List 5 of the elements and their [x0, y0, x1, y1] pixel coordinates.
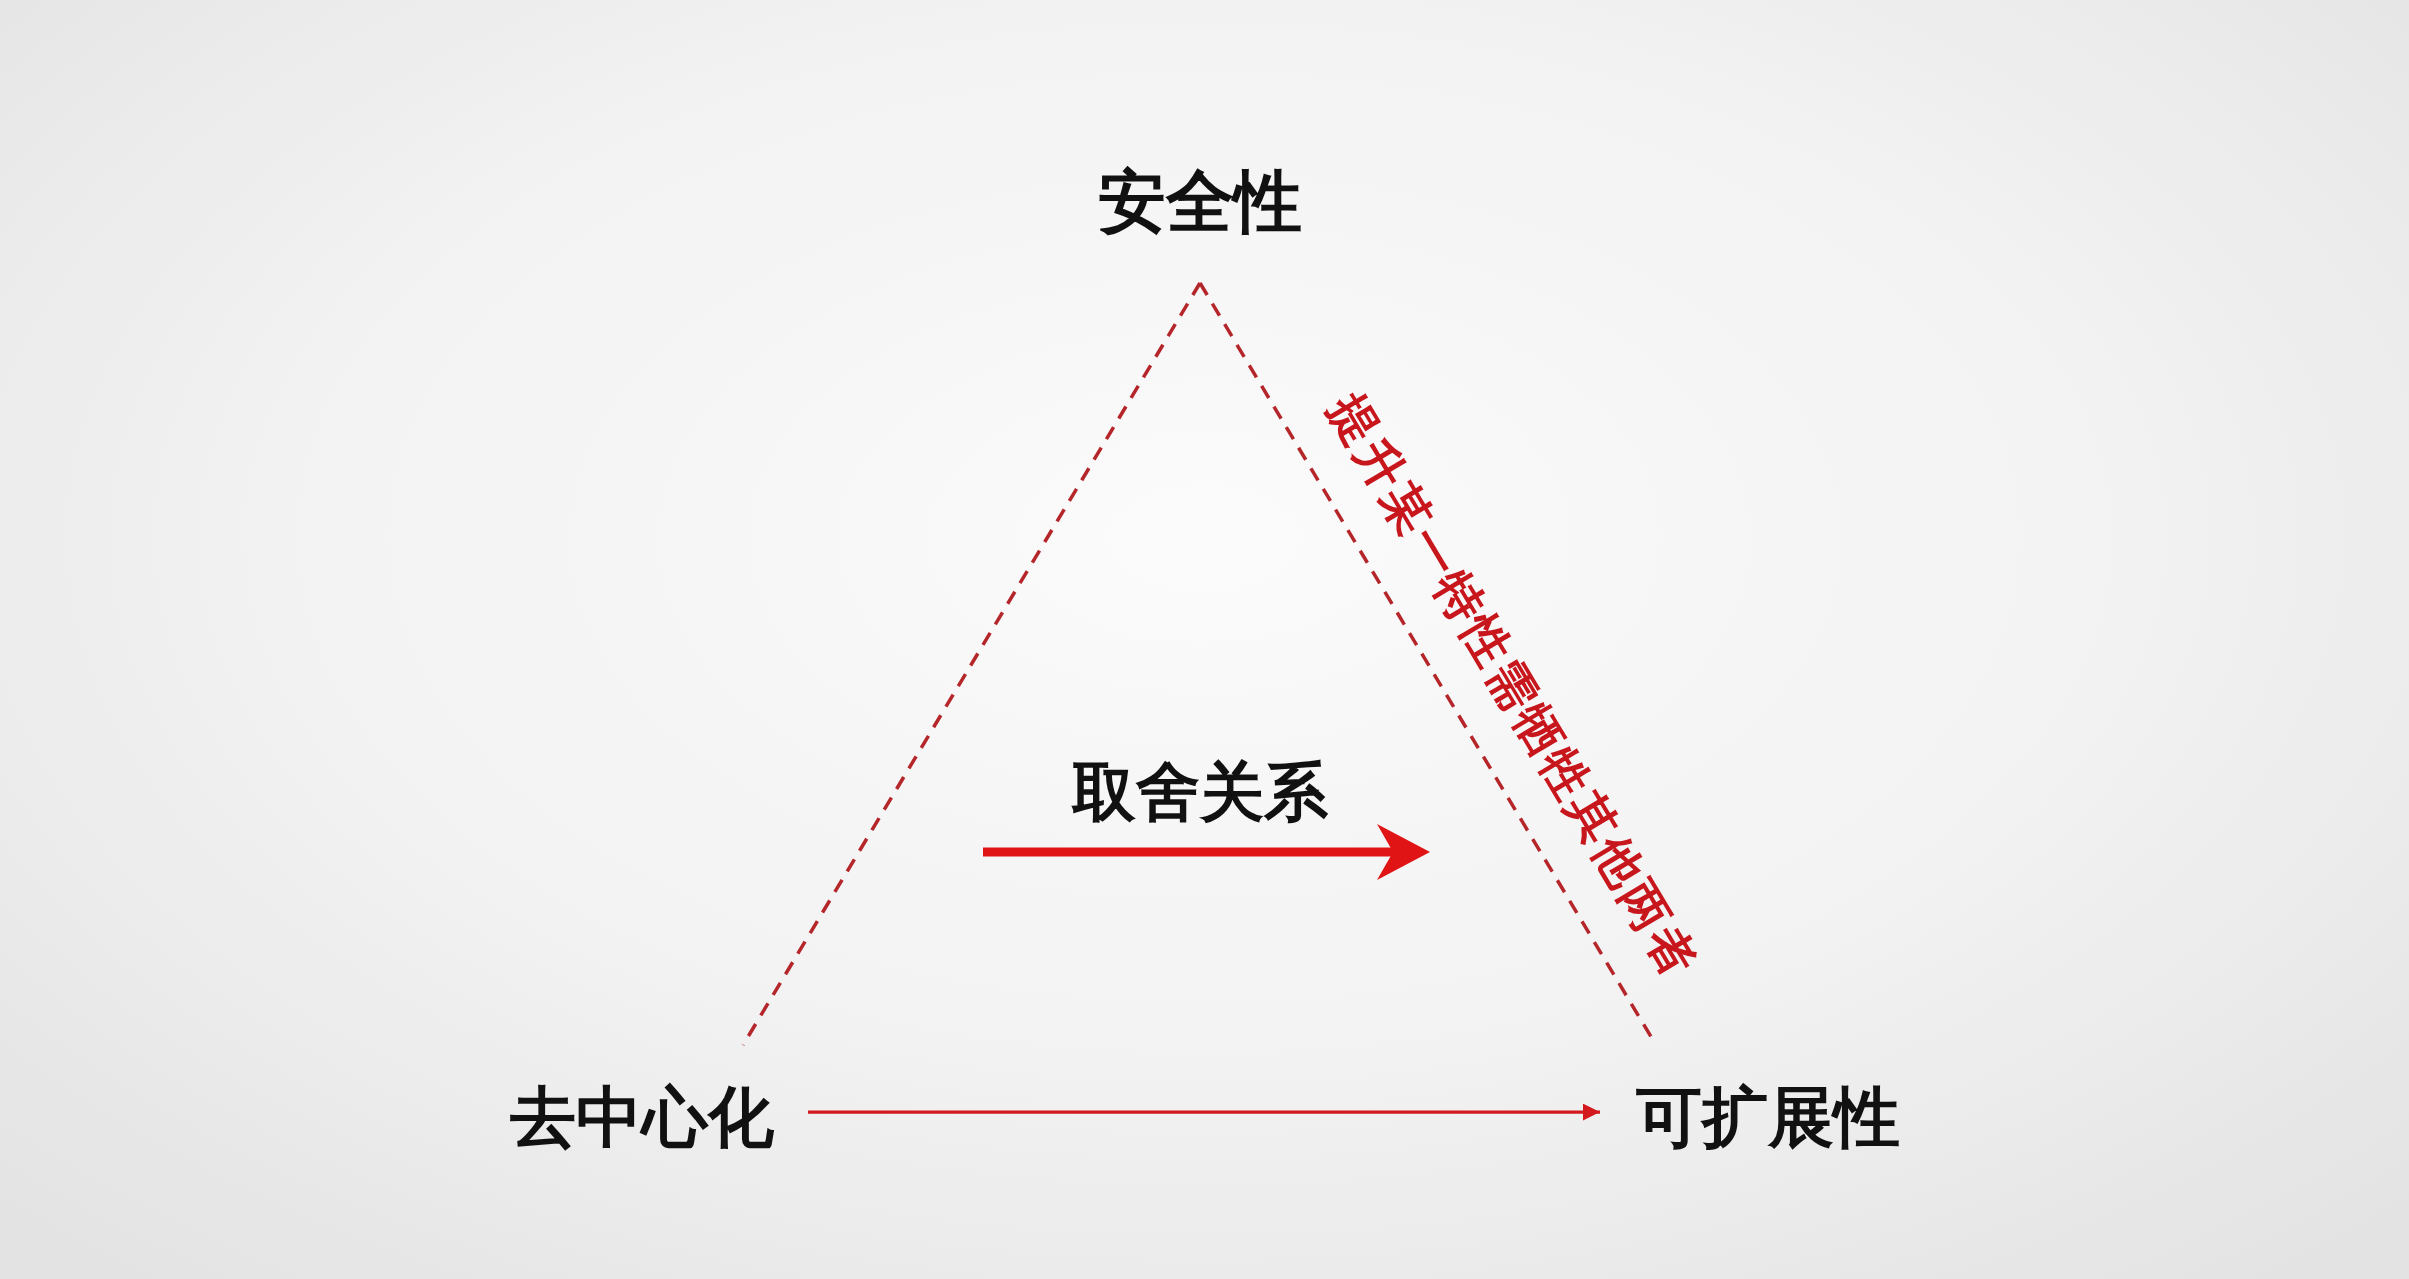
arrow-label: 取舍关系: [1072, 760, 1328, 824]
dashed-line: [741, 282, 1202, 1046]
vertex-label: 可扩展性: [1635, 1085, 1900, 1151]
vertex-label: 安全性: [1098, 168, 1302, 236]
arrow: [808, 1103, 1600, 1121]
